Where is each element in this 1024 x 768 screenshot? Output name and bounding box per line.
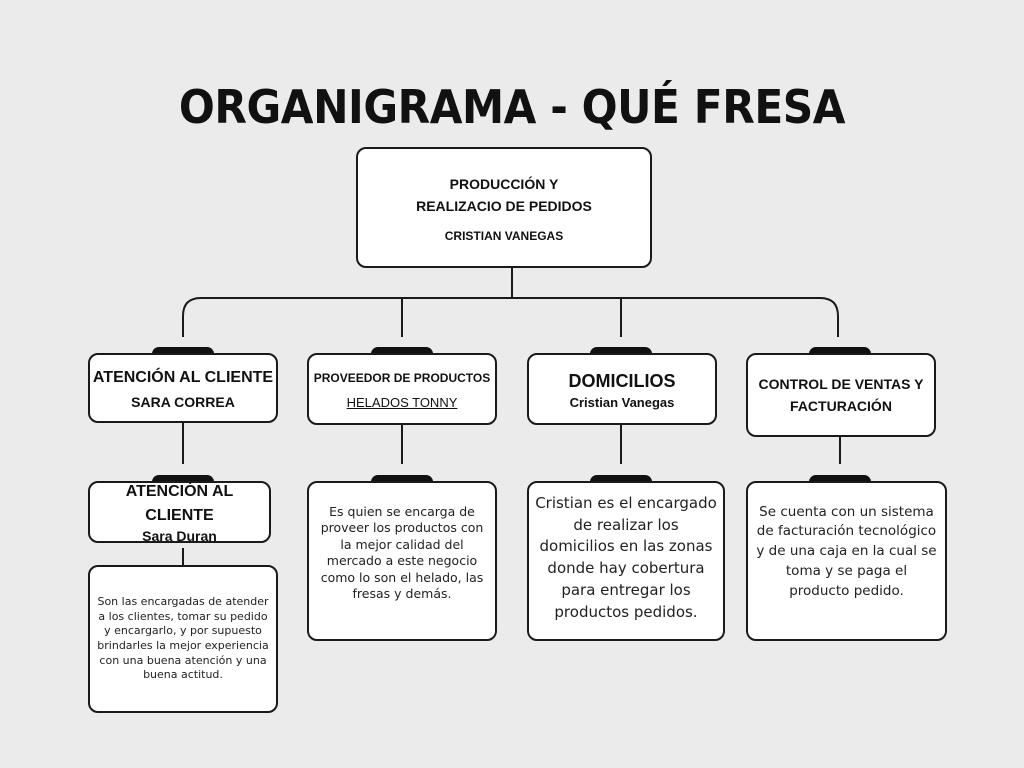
- description-text: Son las encargadas de atender a los clie…: [97, 595, 269, 682]
- description-text: Cristian es el encargado de realizar los…: [535, 493, 717, 621]
- box-tab: [809, 475, 871, 483]
- description-proveedor: Es quien se encarga de proveer los produ…: [307, 481, 497, 641]
- node-title: DOMICILIOS: [568, 371, 676, 391]
- description-control-ventas: Se cuenta con un sistema de facturación …: [746, 481, 947, 641]
- node-title: ATENCIÓN AL CLIENTE: [125, 483, 234, 524]
- box-tab: [371, 347, 433, 355]
- box-tab: [590, 475, 652, 483]
- box-tab: [152, 347, 214, 355]
- node-atencion-cliente: ATENCIÓN AL CLIENTE SARA CORREA: [88, 353, 278, 423]
- node-title: ATENCIÓN AL CLIENTE: [92, 369, 274, 386]
- box-tab: [809, 347, 871, 355]
- root-node-title: PRODUCCIÓN Y REALIZACIO DE PEDIDOS: [416, 173, 592, 217]
- node-person: Sara Duran: [142, 528, 217, 544]
- node-person: Cristian Vanegas: [569, 395, 675, 410]
- page-title: ORGANIGRAMA - QUÉ FRESA: [178, 80, 846, 134]
- box-tab: [590, 347, 652, 355]
- node-atencion-cliente-sub: ATENCIÓN AL CLIENTE Sara Duran: [88, 481, 271, 544]
- node-title-line2: FACTURACIÓN: [790, 398, 892, 414]
- node-title-line1: CONTROL DE VENTAS Y: [758, 376, 924, 392]
- connector-bus: [182, 297, 839, 337]
- box-tab: [371, 475, 433, 483]
- description-domicilios: Cristian es el encargado de realizar los…: [527, 481, 725, 641]
- node-title: PROVEEDOR DE PRODUCTOS: [313, 370, 491, 385]
- root-title-line1: PRODUCCIÓN Y: [449, 175, 559, 192]
- node-person-link: HELADOS TONNY: [346, 394, 458, 410]
- node-proveedor-productos: PROVEEDOR DE PRODUCTOS HELADOS TONNY: [307, 353, 497, 425]
- node-control-ventas: CONTROL DE VENTAS Y FACTURACIÓN: [746, 353, 936, 437]
- root-node-person: CRISTIAN VANEGAS: [444, 228, 564, 243]
- description-text: Se cuenta con un sistema de facturación …: [756, 503, 937, 599]
- description-text: Es quien se encarga de proveer los produ…: [320, 503, 484, 602]
- root-title-line2: REALIZACIO DE PEDIDOS: [416, 197, 592, 214]
- description-atencion-cliente: Son las encargadas de atender a los clie…: [88, 565, 278, 713]
- node-title: CONTROL DE VENTAS Y FACTURACIÓN: [759, 373, 924, 417]
- node-domicilios: DOMICILIOS Cristian Vanegas: [527, 353, 717, 425]
- node-person: SARA CORREA: [131, 394, 235, 410]
- box-tab: [152, 475, 214, 483]
- root-node-produccion: PRODUCCIÓN Y REALIZACIO DE PEDIDOS CRIST…: [356, 147, 652, 268]
